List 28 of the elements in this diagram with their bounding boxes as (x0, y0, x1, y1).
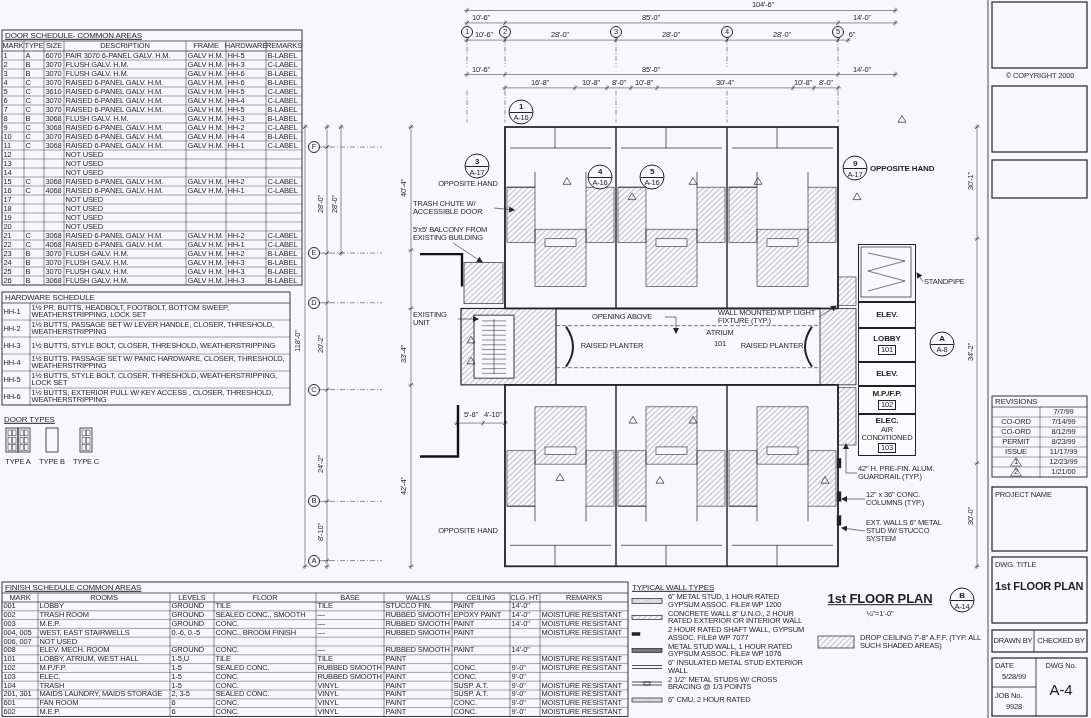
room-name: LOBBY (873, 335, 901, 344)
room-outline (858, 302, 916, 328)
note-text: OPPOSITE HAND (870, 164, 935, 174)
room-outline (858, 362, 916, 386)
section-heading: DOOR TYPES (4, 415, 55, 425)
drawing-title-text: 1st FLOOR PLAN (995, 581, 1085, 593)
room-outline (858, 328, 916, 362)
room-outline (858, 386, 916, 414)
room-outline (858, 414, 916, 456)
room-name: ELEV. (876, 310, 898, 320)
detail-number: 9 (851, 159, 859, 168)
section-heading: TYPICAL WALL TYPES (632, 583, 715, 593)
table-title: HARDWARE SCHEDULE (5, 293, 95, 302)
detail-number: 5 (648, 167, 656, 176)
room-name: ELEC. (875, 417, 899, 426)
detail-number: 1 (517, 102, 525, 111)
detail-number: A (938, 334, 946, 343)
stair-drawing (858, 244, 916, 302)
table-title: FINISH SCHEDULE COMMON AREAS (5, 583, 142, 592)
detail-number: 4 (596, 167, 604, 176)
detail-number: B (958, 591, 966, 599)
table-title: DOOR SCHEDULE- COMMON AREAS (5, 31, 142, 40)
table-title: REVISIONS (995, 397, 1038, 406)
room-name: M.P./F.P. (872, 390, 902, 399)
drawing-number: A-4 (1049, 682, 1073, 698)
drawing-title: 1st FLOOR PLAN (827, 592, 933, 606)
detail-number: 3 (473, 157, 481, 166)
room-name: ELEV. (876, 369, 898, 379)
